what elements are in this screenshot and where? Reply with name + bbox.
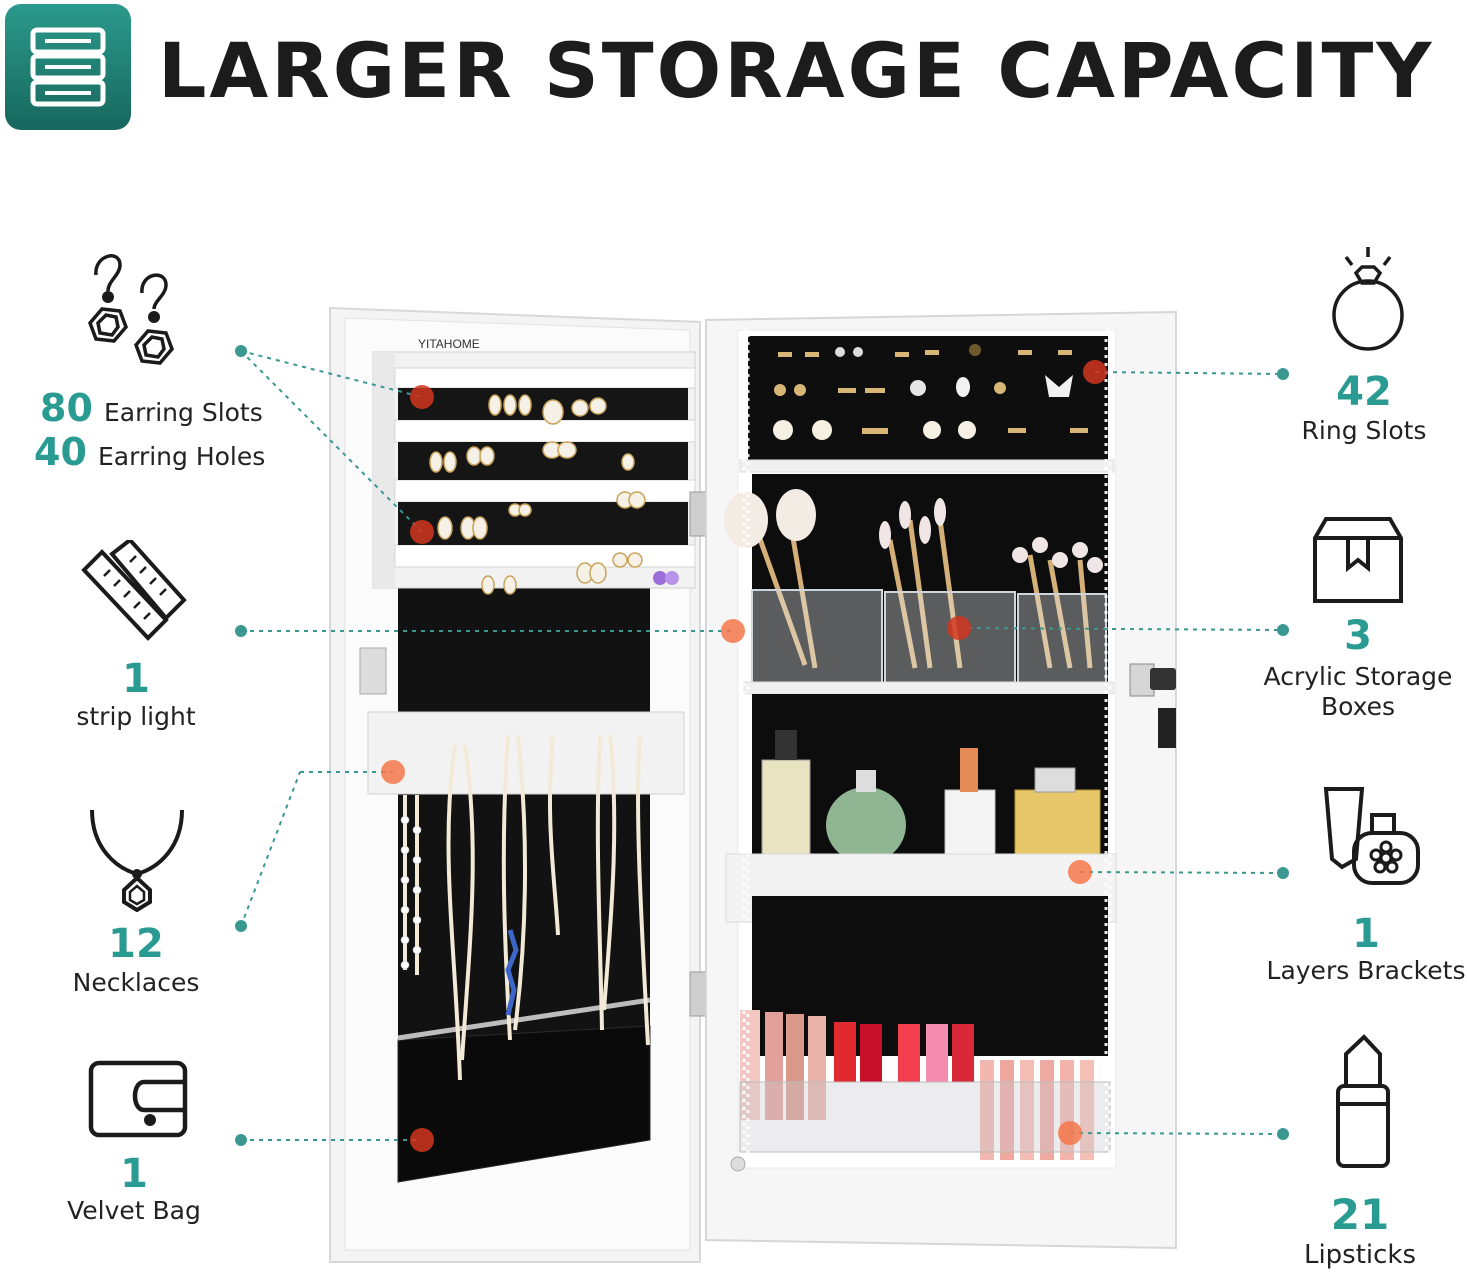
velvet-bag-icon [88, 1060, 188, 1138]
cosmetics-icon [1323, 787, 1420, 885]
box-icon [1313, 517, 1403, 603]
brand-logo-text: YITAHOME [418, 337, 480, 351]
cabinet-body [705, 310, 1177, 1250]
earring-slots-count: 80 [40, 386, 93, 430]
callout-markers [381, 360, 1107, 1152]
velvet-bag-count: 1 [120, 1151, 148, 1197]
cabinet-door: YITAHOME [329, 306, 701, 1263]
necklaces-label: Necklaces [72, 968, 200, 997]
ring-slots-label: Ring Slots [1301, 416, 1427, 445]
ring-slots-count: 42 [1336, 369, 1392, 415]
layers-brackets-count: 1 [1352, 911, 1380, 957]
storage-drawers-icon [30, 27, 106, 107]
layers-brackets-label: Layers Brackets [1266, 956, 1466, 985]
earring-slots-feature: 80 Earring Slots [18, 386, 278, 430]
lipstick-icon [1336, 1034, 1390, 1168]
acrylic-boxes-label-line2: Boxes [1320, 692, 1396, 721]
strip-light-label: strip light [76, 702, 196, 731]
acrylic-boxes-label-line1: Acrylic Storage [1263, 662, 1453, 691]
callout-lines [240, 350, 1284, 1141]
header-badge [5, 4, 131, 130]
earring-holes-count: 40 [34, 430, 87, 474]
acrylic-boxes-count: 3 [1344, 613, 1372, 659]
strip-light-count: 1 [122, 656, 150, 702]
lipsticks-label: Lipsticks [1303, 1240, 1417, 1270]
callout-end-dots [235, 345, 1289, 1146]
necklace-icon [90, 809, 184, 912]
velvet-bag-label: Velvet Bag [67, 1196, 201, 1225]
ring-icon [1332, 247, 1404, 351]
strip-light-icon [81, 540, 187, 641]
earring-slots-label: Earring Slots [103, 398, 263, 427]
necklaces-count: 12 [108, 921, 164, 967]
earring-holes-feature: 40 Earring Holes [18, 430, 278, 474]
lipsticks-count: 21 [1330, 1190, 1390, 1239]
earrings-icon [87, 254, 175, 365]
earring-holes-label: Earring Holes [97, 442, 266, 471]
page-title: LARGER STORAGE CAPACITY [158, 26, 1435, 115]
